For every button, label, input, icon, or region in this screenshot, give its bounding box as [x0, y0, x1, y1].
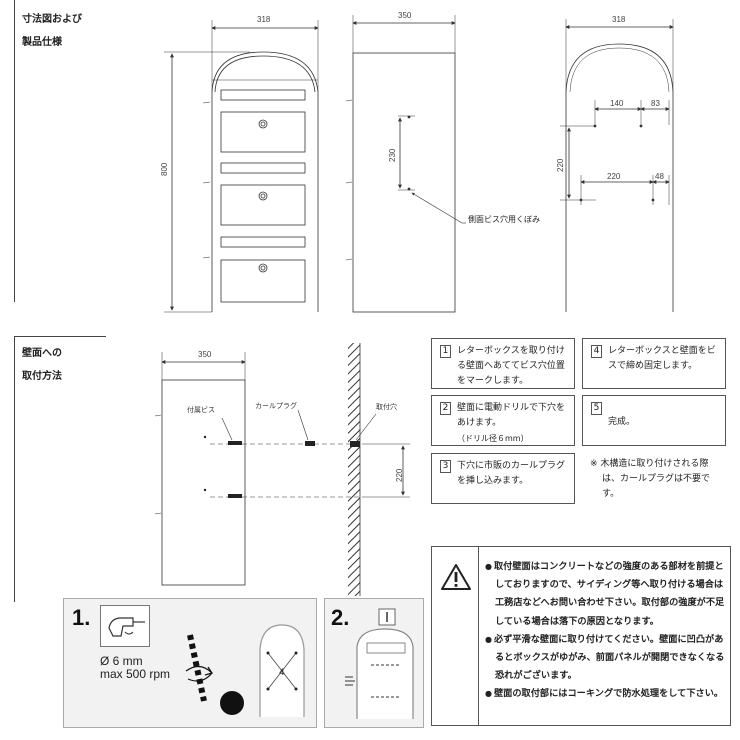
label-plug: カールプラグ — [255, 402, 297, 410]
dim-side-screw-spacing: 230 — [388, 148, 397, 162]
step-text: 下穴に市販のカールプラグを挿し込みます。 — [457, 461, 566, 486]
wood-structure-note: ※ 木構造に取り付けされる際は、カールプラグは不要です。 — [590, 459, 711, 499]
step-2-box: 2 壁面に電動ドリルで下穴をあけます。 （ドリル径６mm） — [431, 395, 575, 446]
step-number: 3 — [440, 460, 451, 473]
section-divider-bottom — [14, 336, 15, 602]
install-width-label: 350 — [198, 350, 212, 359]
installation-diagram — [154, 343, 410, 596]
dim-back-140: 140 — [610, 99, 624, 108]
side-view-drawing — [345, 15, 466, 313]
step-1-box: 1 レターボックスを取り付ける壁面へあててビス穴位置をマークします。 — [431, 338, 575, 389]
step-text: 完成。 — [608, 417, 636, 427]
drill-speed: max 500 rpm — [100, 667, 171, 681]
section-title-installation: 壁面への 取付方法 — [22, 342, 62, 388]
dim-front-width: 318 — [257, 15, 271, 24]
dim-height: 800 — [160, 162, 169, 176]
section-title-line1: 寸法図および — [22, 14, 82, 25]
step-number: 1 — [440, 345, 451, 358]
dim-back-220: 220 — [607, 172, 621, 181]
section2-title-line1: 壁面への — [22, 348, 62, 359]
dim-back-width: 318 — [612, 15, 626, 24]
warning-divider — [478, 547, 479, 725]
dim-back-48: 48 — [655, 172, 664, 181]
step-text: 壁面に電動ドリルで下穴をあけます。 — [457, 403, 566, 428]
section-title-line2: 製品仕様 — [22, 37, 62, 48]
mailbox-mount-illustration — [345, 608, 414, 719]
pictogram-panel-2: 2. — [324, 598, 424, 728]
dim-back-83: 83 — [651, 99, 660, 108]
warning-item: 壁面の取付部にはコーキングで防水処理をして下さい。 — [485, 685, 725, 703]
back-view-drawing — [560, 19, 674, 312]
step-4-box: 4 レターボックスと壁面をビスで締め固定します。 — [582, 338, 726, 389]
dim-back-vertical: 220 — [556, 158, 565, 172]
pictogram-count-label: 4 — [279, 668, 285, 678]
pictogram-step1-label: 1. — [72, 605, 91, 630]
front-view-drawing — [164, 20, 319, 313]
warning-list: 取付壁面はコンクリートなどの強度のある部材を前提としておりますので、サイディング… — [485, 558, 725, 704]
step-text: レターボックスを取り付ける壁面へあててビス穴位置をマークします。 — [457, 346, 565, 386]
section2-title-line2: 取付方法 — [22, 371, 62, 382]
dimension-drawings — [164, 15, 674, 313]
install-vertical-label: 220 — [395, 468, 404, 482]
warning-box: 取付壁面はコンクリートなどの強度のある部材を前提としておりますので、サイディング… — [431, 546, 731, 726]
step-number: 5 — [591, 402, 602, 415]
drill-icon — [108, 617, 145, 637]
section-divider-rule — [14, 336, 106, 337]
drill-bit-illustration — [185, 634, 244, 715]
step-3-box: 3 下穴に市販のカールプラグを挿し込みます。 — [431, 453, 575, 504]
step-5-box: 5 完成。 — [582, 395, 726, 446]
drill-spec: Ø 6 mm max 500 rpm — [100, 655, 170, 681]
step-subtext: （ドリル径６mm） — [457, 434, 529, 443]
section-title-dimensions: 寸法図および 製品仕様 — [22, 8, 82, 54]
warning-item: 取付壁面はコンクリートなどの強度のある部材を前提としておりますので、サイディング… — [485, 558, 725, 631]
label-screw: 付属ビス — [187, 406, 215, 414]
dim-side-width: 350 — [398, 11, 412, 20]
label-hole: 取付穴 — [376, 403, 397, 411]
mailbox-back-illustration — [259, 624, 305, 717]
drill-icon-box — [100, 605, 150, 647]
step-number: 2 — [440, 402, 451, 415]
section-divider-top — [14, 0, 15, 302]
step-number: 4 — [591, 345, 602, 358]
warning-item: 必ず平滑な壁面に取り付けてください。壁面に凹凸があるとボックスがゆがみ、前面パネ… — [485, 631, 725, 686]
callout-side-recess: 側面ビス穴用くぼみ — [468, 215, 540, 224]
pictogram-panel-1: 1. Ø 6 mm max 500 rpm 4 — [63, 598, 317, 728]
step-text: レターボックスと壁面をビスで締め固定します。 — [608, 346, 716, 371]
pictogram-step2-label: 2. — [331, 605, 350, 630]
drill-diameter: Ø 6 mm — [100, 654, 143, 668]
warning-icon — [441, 564, 471, 590]
